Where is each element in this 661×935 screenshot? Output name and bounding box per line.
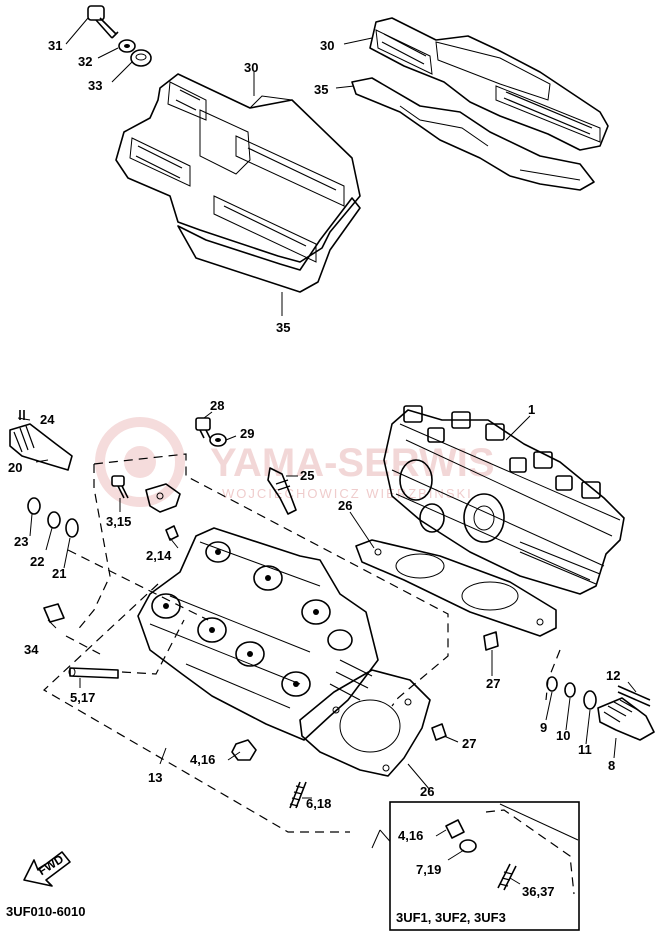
diagram-code: 3UF010-6010 <box>6 904 86 919</box>
bolt-3-15 <box>111 475 129 499</box>
nut-4-16 <box>231 739 257 761</box>
watermark: YAMA-SERWIS WOJCIECHOWICZ WIERZBINSKI <box>95 417 495 507</box>
fwd-text: FWD <box>36 852 67 879</box>
leader-lines <box>17 17 637 849</box>
label-3-15: 3,15 <box>106 514 131 529</box>
label-10: 10 <box>556 728 570 743</box>
label-4-16: 4,16 <box>190 752 215 767</box>
label-22: 22 <box>30 554 44 569</box>
grommet-33 <box>130 49 152 67</box>
o-ring-11 <box>583 690 597 710</box>
label-20: 20 <box>8 460 22 475</box>
assembly-outline <box>42 453 561 833</box>
bolt-28 <box>195 417 211 439</box>
cover-bolt-31 <box>87 5 119 39</box>
label-4-16-inset: 4,16 <box>398 828 423 843</box>
o-ring-10 <box>564 682 576 698</box>
fitting-8 <box>597 697 655 741</box>
label-7-19: 7,19 <box>416 862 441 877</box>
watermark-main: YAMA-SERWIS <box>210 441 495 485</box>
label-33: 33 <box>88 78 102 93</box>
label-24: 24 <box>40 412 55 427</box>
label-34: 34 <box>24 642 39 657</box>
variant-inset <box>389 801 580 931</box>
o-ring-23 <box>27 497 41 515</box>
valve-cover-left <box>115 73 361 263</box>
label-8: 8 <box>608 758 615 773</box>
part-labels: 31 32 33 30 30 35 35 1 24 20 23 22 21 28… <box>6 38 620 925</box>
label-13: 13 <box>148 770 162 785</box>
label-35b: 35 <box>276 320 290 335</box>
label-1: 1 <box>528 402 535 417</box>
label-5-17: 5,17 <box>70 690 95 705</box>
label-9: 9 <box>540 720 547 735</box>
pin-12 <box>617 685 651 707</box>
label-11: 11 <box>578 742 592 757</box>
label-35a: 35 <box>314 82 328 97</box>
fwd-arrow-icon: FWD <box>23 851 71 887</box>
label-27b: 27 <box>462 736 476 751</box>
label-12: 12 <box>606 668 620 683</box>
o-ring-21 <box>65 518 79 538</box>
label-6-18: 6,18 <box>306 796 331 811</box>
label-26a: 26 <box>338 498 352 513</box>
cylinder-head-front <box>137 527 379 741</box>
cap-34 <box>43 603 65 623</box>
fitting-20 <box>9 423 73 471</box>
label-27a: 27 <box>486 676 500 691</box>
bracket-part <box>145 483 181 513</box>
head-gasket-front <box>299 669 431 777</box>
label-30b: 30 <box>320 38 334 53</box>
label-30a: 30 <box>244 60 258 75</box>
stud-6-18 <box>289 781 307 809</box>
label-28: 28 <box>210 398 224 413</box>
dowel-pin-27a <box>483 631 499 651</box>
plug-2-14 <box>165 525 179 541</box>
label-29: 29 <box>240 426 254 441</box>
label-2-14: 2,14 <box>146 548 172 563</box>
label-26b: 26 <box>420 784 434 799</box>
valve-cover-right <box>369 17 609 151</box>
pipe-5-17 <box>68 667 119 679</box>
label-31: 31 <box>48 38 62 53</box>
label-32: 32 <box>78 54 92 69</box>
washer-32 <box>118 39 136 53</box>
cylinder-head-rear <box>383 405 625 595</box>
dowel-pin-27b <box>431 723 447 741</box>
valve-cover-gasket-left <box>177 197 361 293</box>
label-25: 25 <box>300 468 314 483</box>
head-gasket-rear <box>355 539 557 637</box>
label-23: 23 <box>14 534 28 549</box>
valve-cover-gasket-right <box>351 77 595 191</box>
label-36-37: 36,37 <box>522 884 555 899</box>
label-21: 21 <box>52 566 66 581</box>
o-ring-22 <box>47 511 61 529</box>
spark-plug-25 <box>267 467 297 515</box>
inset-caption: 3UF1, 3UF2, 3UF3 <box>396 910 506 925</box>
